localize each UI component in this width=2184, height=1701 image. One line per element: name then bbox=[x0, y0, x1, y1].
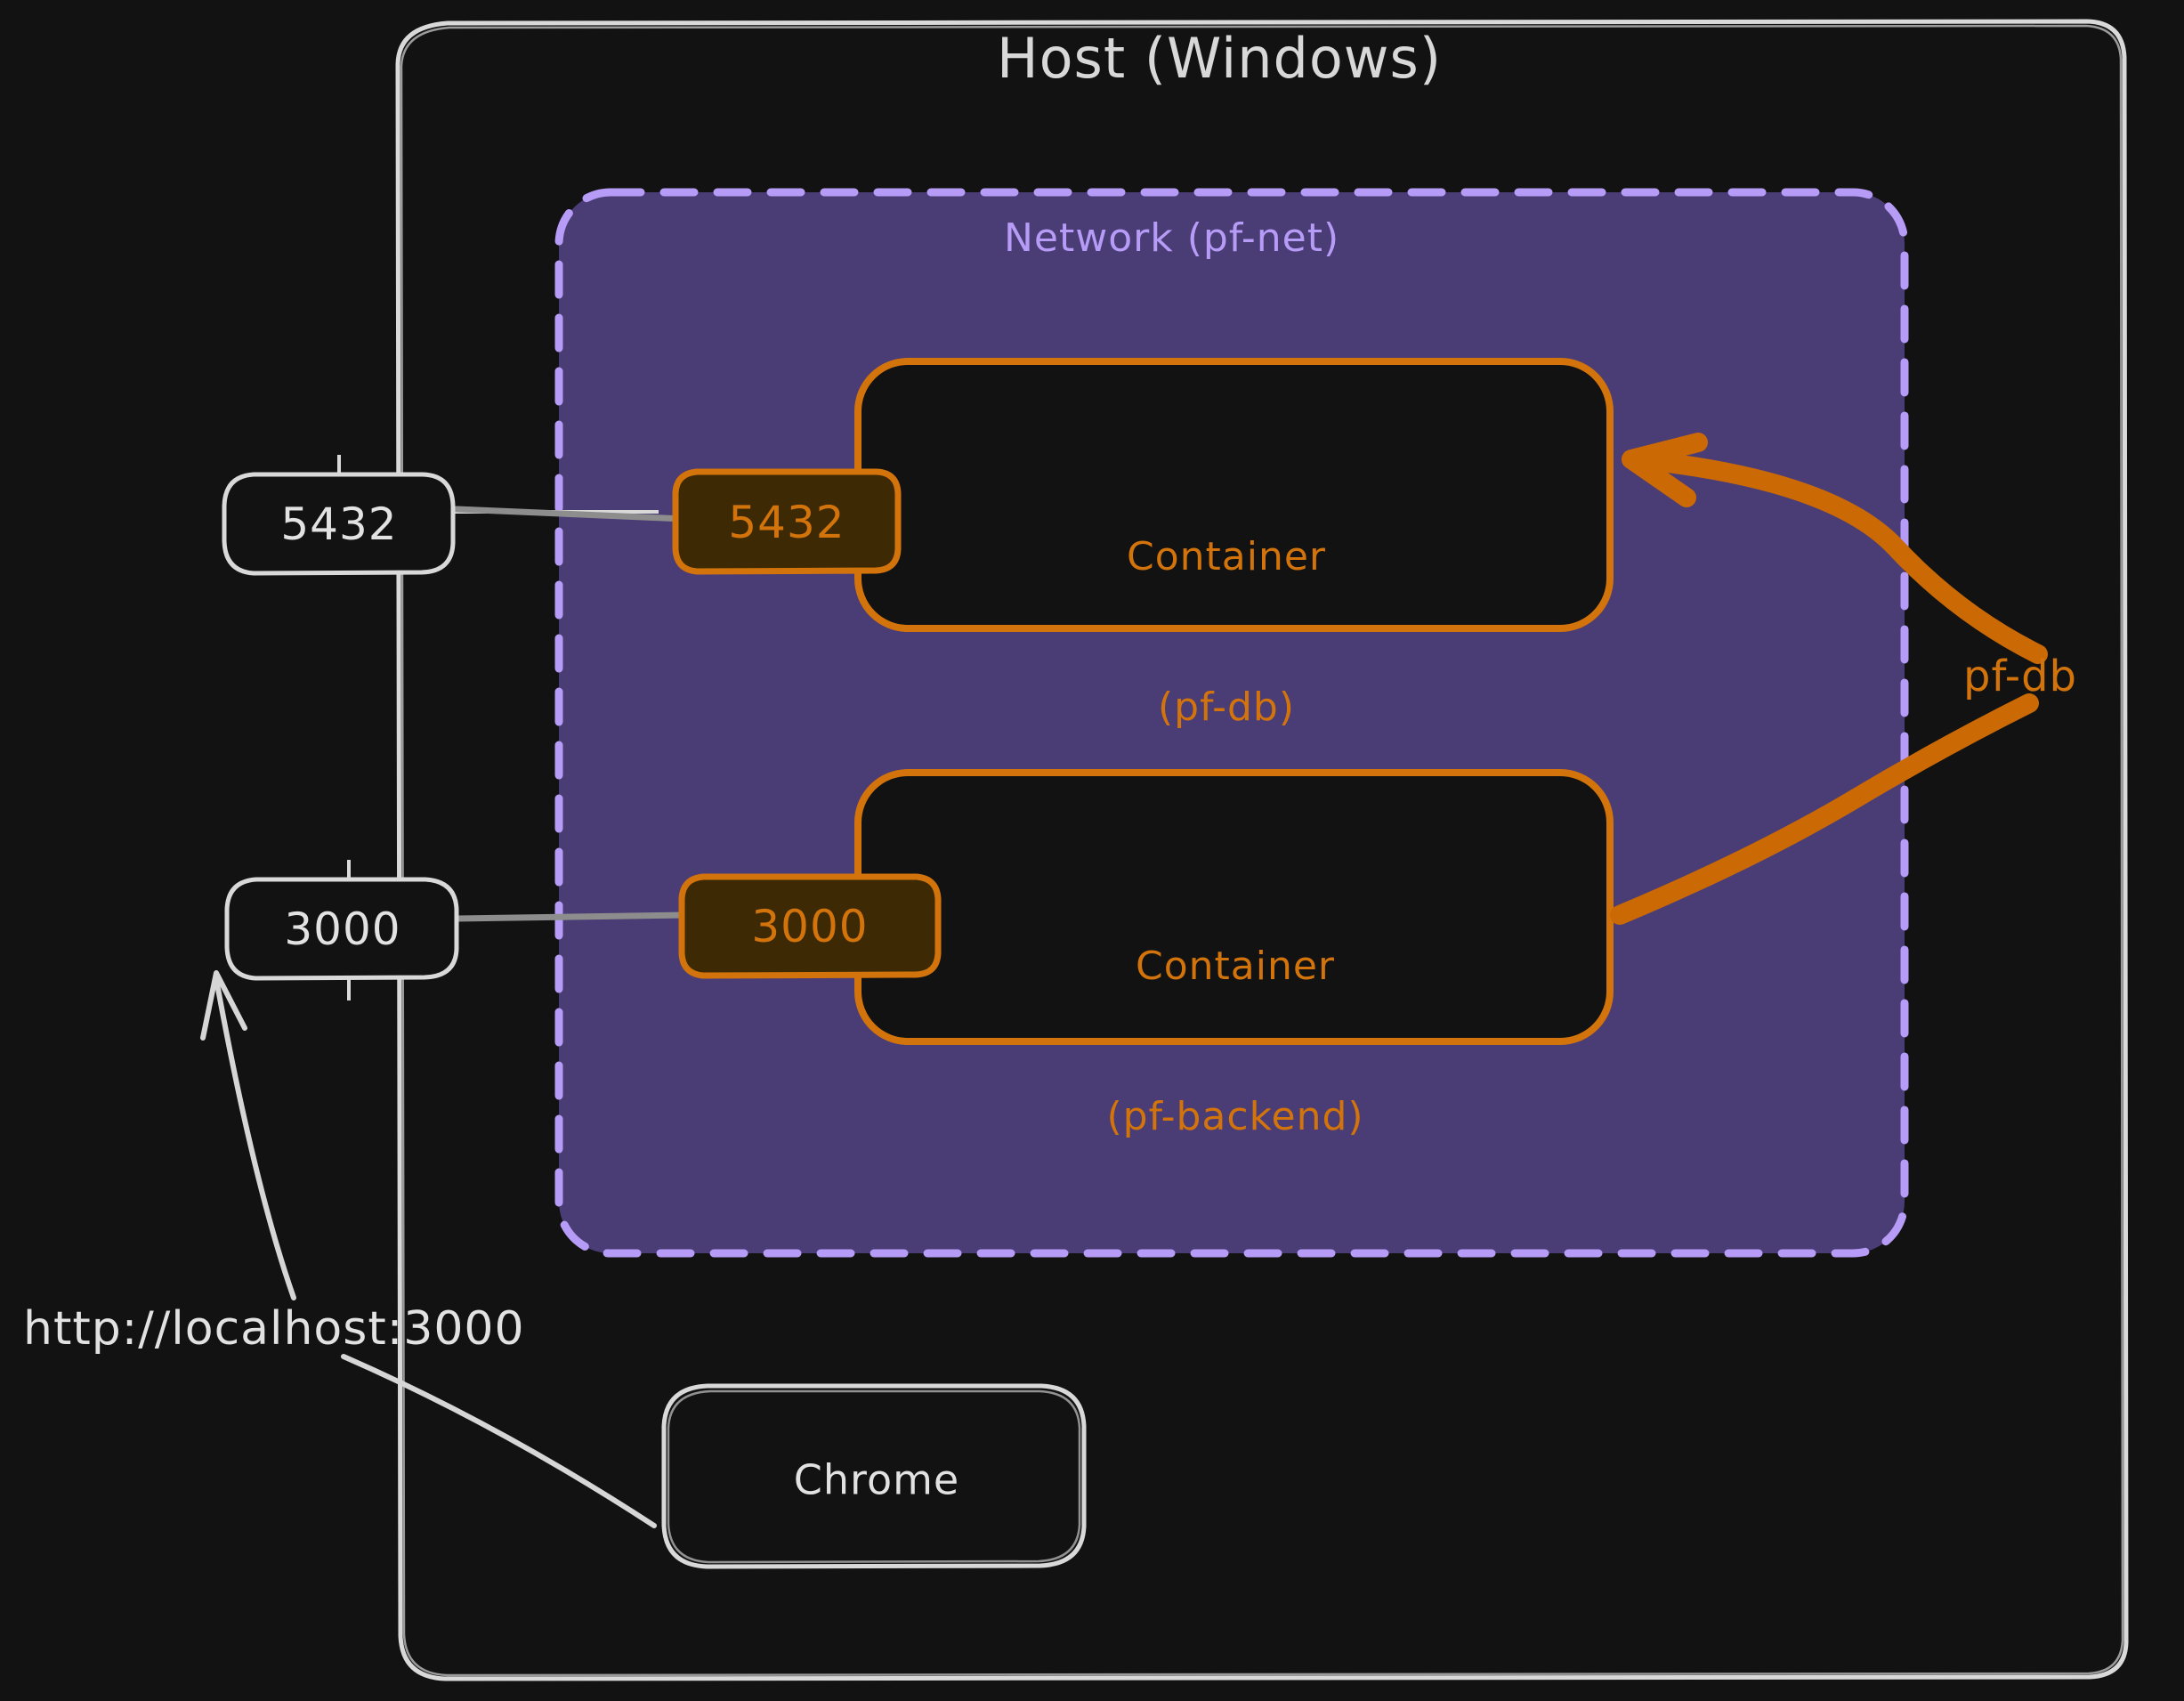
host-port-badge-3000[interactable] bbox=[224, 860, 459, 1000]
edge-arrow-pf-db-lower bbox=[1610, 693, 2039, 925]
connector-3000 bbox=[453, 911, 689, 922]
chrome-box[interactable] bbox=[661, 1383, 1087, 1569]
container-port-badge-3000[interactable] bbox=[678, 873, 942, 979]
container-box-pf-backend[interactable] bbox=[854, 769, 1614, 1045]
url-to-chrome-line bbox=[341, 1354, 657, 1528]
host-port-badge-5432[interactable] bbox=[222, 455, 456, 576]
host-boundary bbox=[395, 19, 2129, 1681]
container-port-badge-5432[interactable] bbox=[672, 468, 902, 575]
url-to-port-arrow bbox=[200, 970, 296, 1300]
connector-5432 bbox=[453, 506, 689, 522]
network-boundary bbox=[554, 188, 1909, 1258]
edge-arrow-pf-db-upper bbox=[1622, 433, 2048, 664]
container-box-pf-db[interactable] bbox=[854, 358, 1614, 632]
